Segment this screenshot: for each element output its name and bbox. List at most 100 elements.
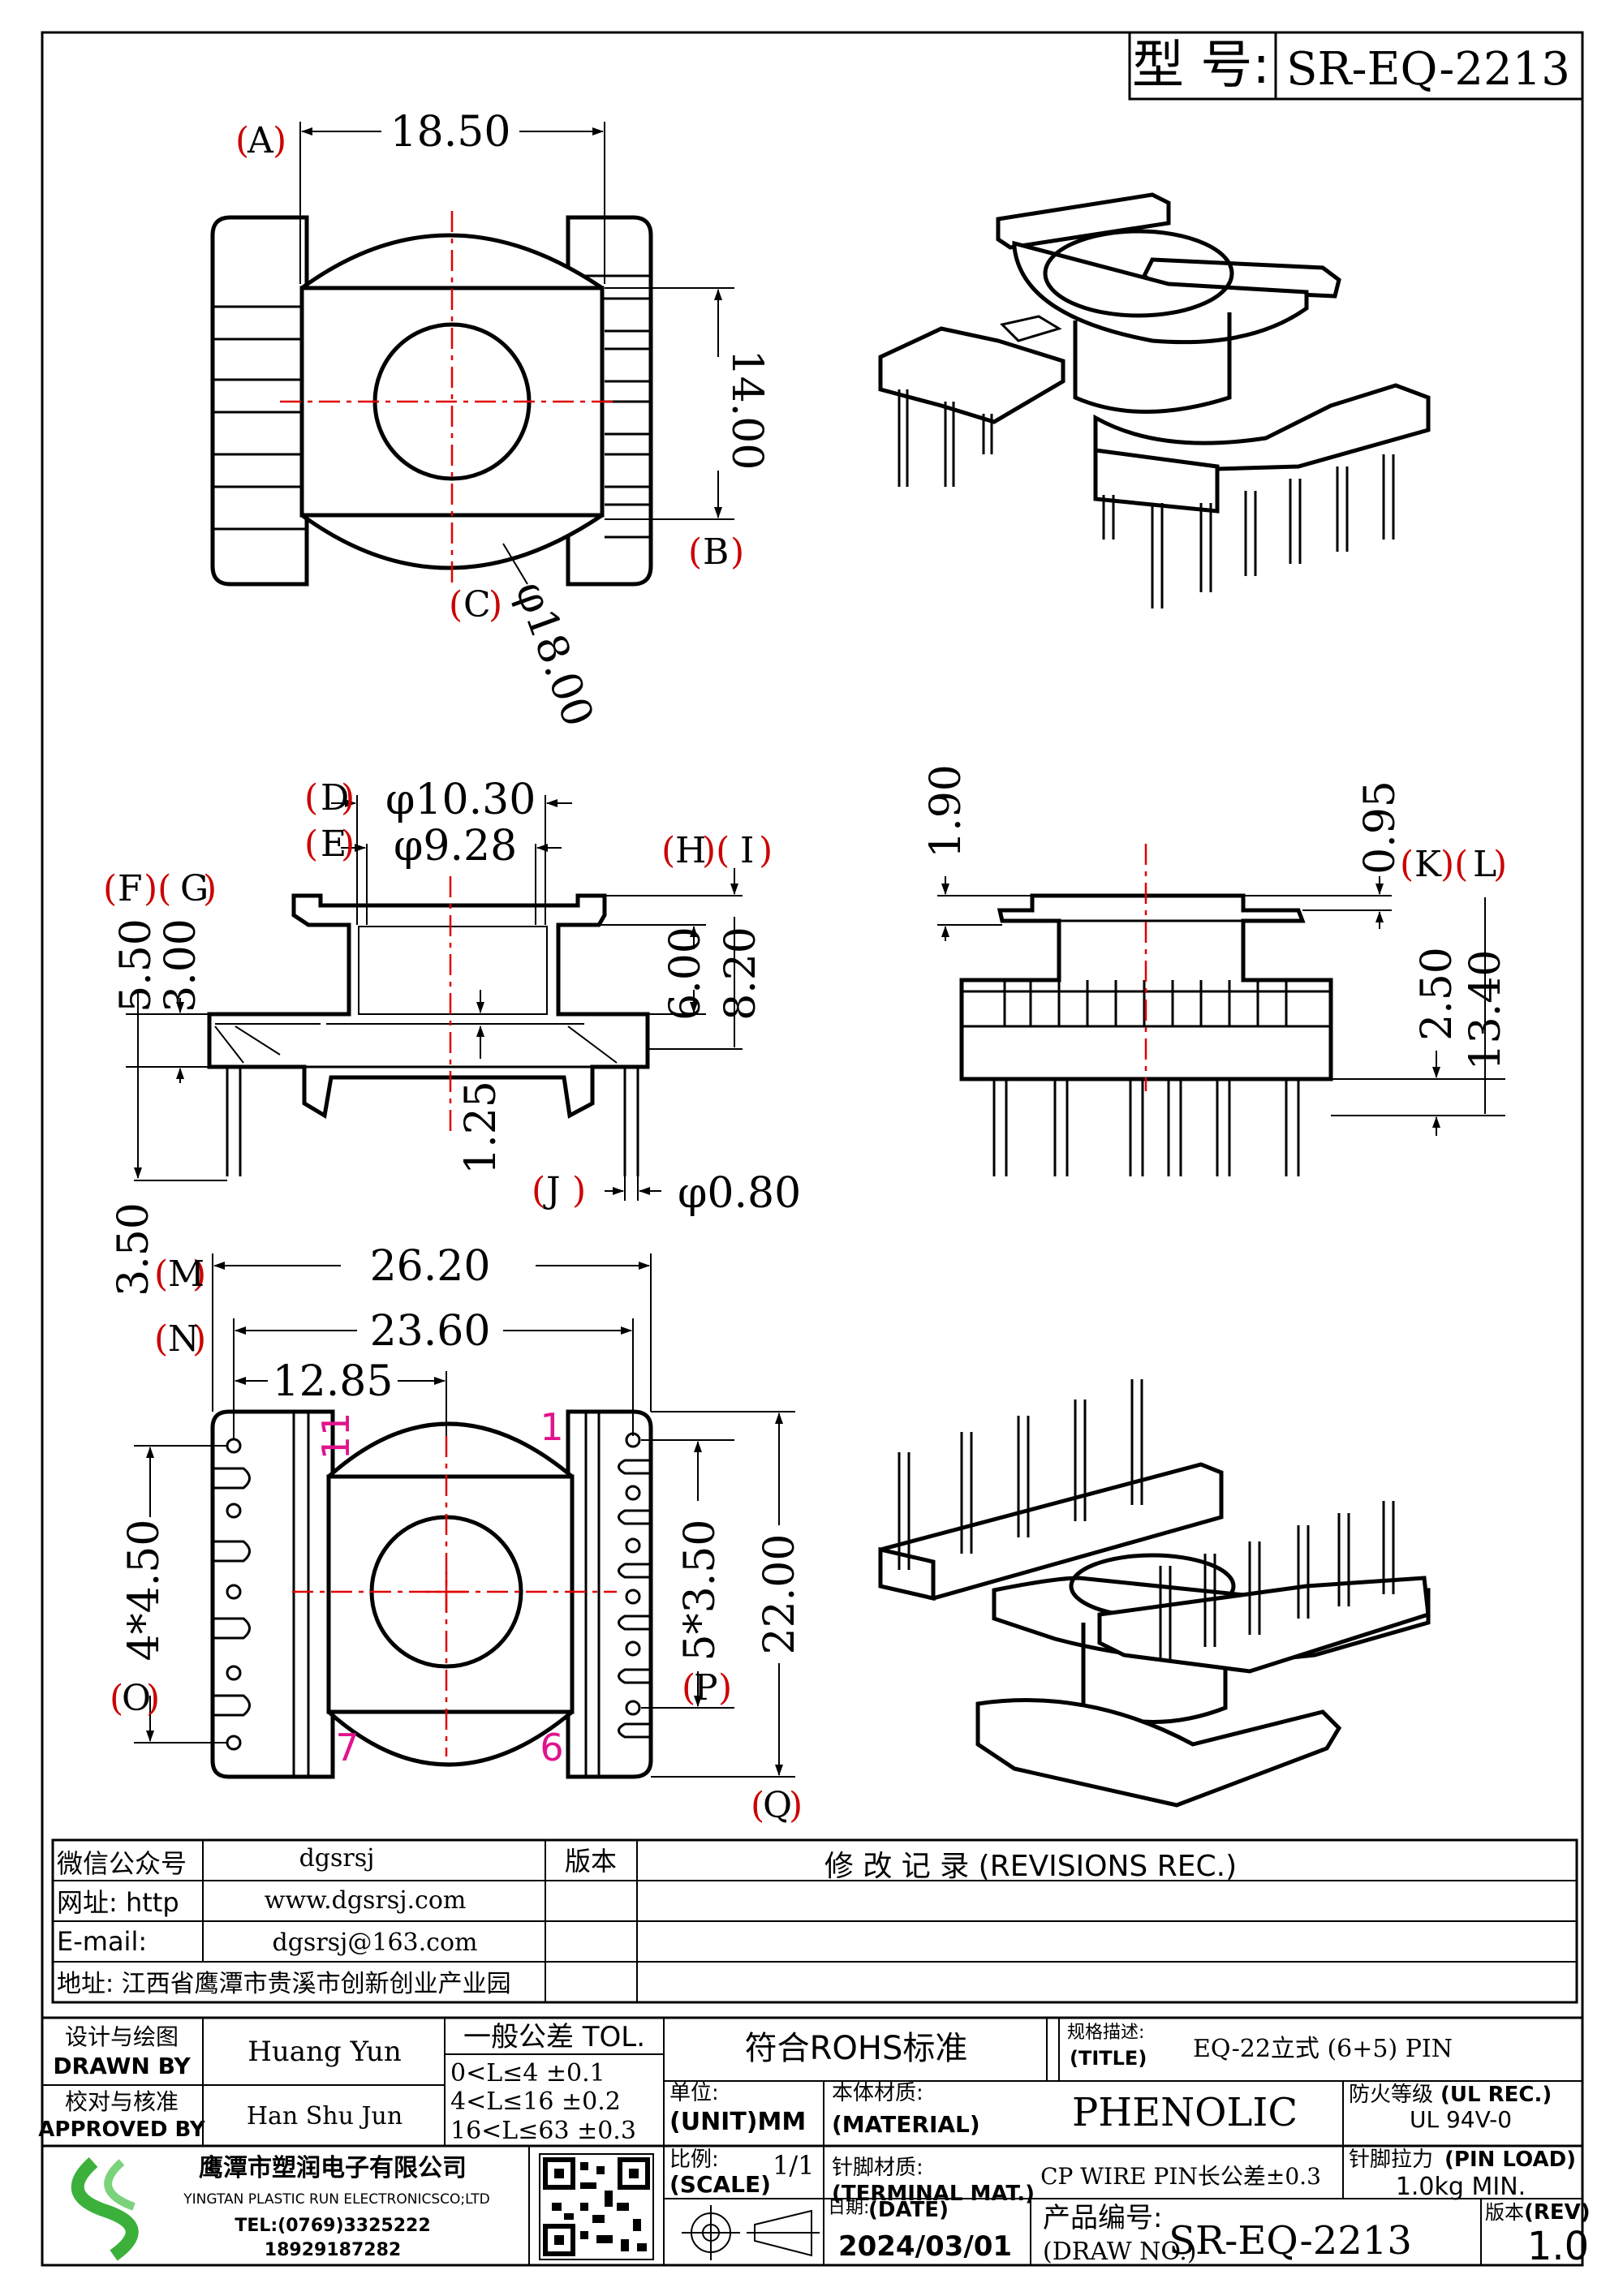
dim-p: 5*3.50 [676,1520,725,1662]
dim-d: φ10.30 [385,776,536,824]
approved-en: APPROVED BY [38,2118,206,2142]
svg-text:(: ( [449,584,463,626]
svg-text:)(: )( [144,868,171,909]
drawno-en: (DRAW NO.) [1043,2238,1197,2266]
drawno-value: SR-EQ-2213 [1169,2218,1412,2264]
svg-text:(: ( [110,1678,123,1719]
company-logo-icon [71,2157,139,2261]
svg-text:): ) [572,1170,586,1211]
rev-en: (REV) [1524,2200,1591,2225]
scale-value: 1/1 [773,2150,815,2181]
wechat-label: 微信公众号 [57,1848,187,1879]
spec-value: EQ-22立式 (6+5) PIN [1193,2035,1453,2063]
model-box: 型 号: SR-EQ-2213 [1128,31,1584,101]
svg-text:(: ( [235,120,249,161]
fire-cn: 防火等级 [1349,2083,1433,2107]
dim-m: 26.20 [370,1242,491,1291]
pinload-value: 1.0kg MIN. [1396,2173,1526,2201]
drawn-cn: 设计与绘图 [65,2023,179,2050]
drawn-en: DRAWN BY [53,2053,191,2079]
svg-text:): ) [789,1785,803,1826]
svg-text:(: ( [154,1318,168,1360]
web-label: 网址: http [57,1887,179,1918]
address-label: 地址: 江西省鹰潭市贵溪市创新创业产业园 [57,1970,511,1998]
terminal-en: (TERMINAL MAT.) [832,2182,1035,2206]
svg-text:(: ( [1400,844,1414,885]
svg-text:): ) [341,823,355,865]
tag-h: H [675,830,706,871]
dim-13-40: 13.40 [1462,950,1510,1071]
dim-f: 5.50 [112,918,161,1013]
spec-en: (TITLE) [1070,2047,1147,2070]
material-value: PHENOLIC [1072,2090,1298,2135]
pin-1-label: 1 [540,1405,563,1449]
svg-text:(: ( [532,1170,545,1211]
fire-value: UL 94V-0 [1410,2106,1512,2133]
svg-text:(: ( [751,1785,764,1826]
tag-d: D [321,777,349,819]
svg-text:): ) [730,531,744,573]
bottom-view: 11 1 7 6 26.20 () M 23.60 () N 12.85 4*4… [110,1242,804,1826]
dim-1-25: 1.25 [457,1081,506,1175]
date-value: 2024/03/01 [838,2230,1012,2263]
tag-e: E [321,823,347,865]
dim-h: 6.00 [661,927,710,1021]
dim-i: 8.20 [717,927,765,1021]
dim-j: φ0.80 [678,1169,801,1218]
rev-cn: 版本 [1485,2201,1524,2224]
tag-g: G [180,868,209,909]
svg-text:)(: )( [1440,844,1468,885]
dim-2-50: 2.50 [1413,947,1462,1041]
material-en: (MATERIAL) [832,2111,980,2138]
dim-g: 3.00 [157,918,205,1013]
drawno-cn: 产品编号: [1043,2202,1162,2234]
tag-k: K [1414,844,1442,885]
date-cn: 日期: [828,2198,869,2218]
dim-1-90: 1.90 [922,764,971,858]
dim-3-50: 3.50 [110,1202,158,1296]
tag-q: Q [763,1785,792,1826]
svg-text:)(: )( [702,830,730,871]
svg-text:): ) [146,1678,160,1719]
tag-i: I [740,830,754,871]
tag-f: F [118,868,143,909]
revisions-title: 修 改 记 录 (REVISIONS REC.) [824,1850,1237,1883]
qr-code-icon [539,2153,654,2260]
model-value: SR-EQ-2213 [1286,43,1570,96]
rohs-text: 符合ROHS标准 [745,2030,968,2067]
top-view: 18.50 () A 14.00 () B φ18.00 () C [210,108,771,733]
tag-j: J [543,1170,561,1211]
terminal-value: CP WIRE PIN长公差±0.3 [1040,2163,1321,2190]
unit-cn: 单位: [669,2081,719,2105]
email-value: dgsrsj@163.com [273,1928,478,1957]
model-label: 型 号: [1132,36,1270,96]
dim-n: 23.60 [370,1307,491,1356]
tag-p: P [694,1667,718,1709]
dim-c: φ18.00 [506,575,603,733]
tag-o: O [122,1678,151,1719]
drawn-name: Huang Yun [248,2036,402,2068]
tag-a: A [247,120,274,161]
svg-text:): ) [192,1318,206,1360]
material-cn: 本体材质: [832,2081,923,2105]
iso-view-bottom [878,1379,1431,1808]
company-tel: TEL:(0769)3325222 [235,2216,430,2236]
pinload-en: (PIN LOAD) [1444,2148,1576,2172]
front-view: 1.90 0.95 ()() K L 2.50 13.40 [922,764,1510,1176]
svg-text:): ) [489,584,502,626]
scale-en: (SCALE) [669,2171,771,2198]
projection-symbol-icon [682,2205,820,2260]
dim-0-95: 0.95 [1356,780,1405,875]
tag-b: B [703,531,729,573]
tol-row-2: 4<L≤16 ±0.2 [450,2087,621,2116]
dim-q: 22.00 [756,1534,804,1655]
date-en: (DATE) [868,2198,949,2222]
approved-cn: 校对与核准 [65,2088,179,2115]
pin-11-label: 11 [314,1412,358,1460]
svg-text:(: ( [154,1253,168,1295]
svg-text:): ) [341,777,355,819]
tag-l: L [1473,844,1496,885]
dim-a: 18.50 [390,108,511,157]
svg-text:): ) [192,1253,206,1295]
approved-name: Han Shu Jun [247,2102,403,2130]
